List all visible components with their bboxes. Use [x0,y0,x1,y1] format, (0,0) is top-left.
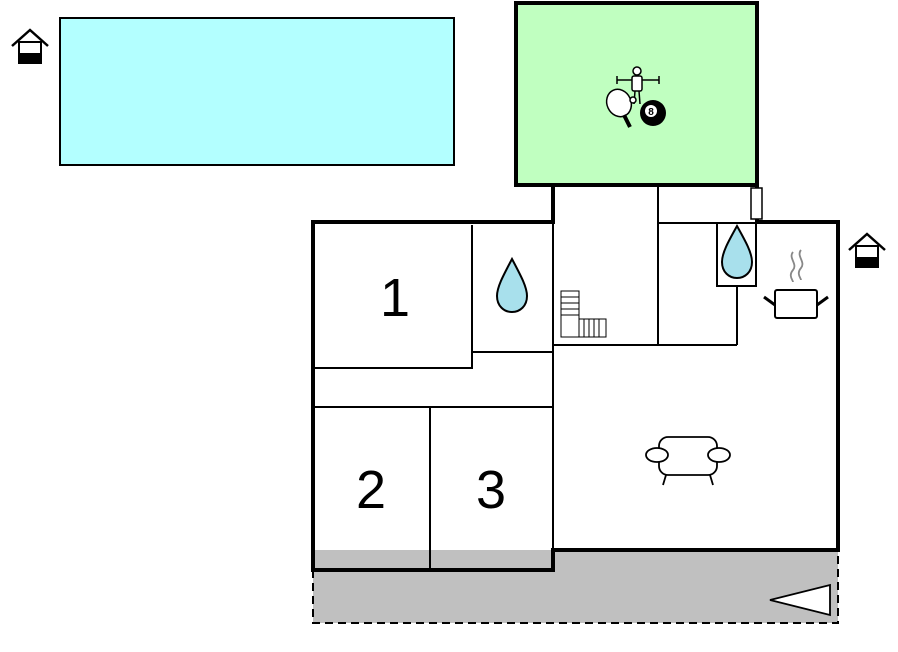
terrace-outline [312,550,839,624]
billiard-ball-number: 8 [648,107,654,118]
table-tennis-icon [605,88,637,128]
terrace [313,550,838,623]
swimming-pool [59,17,455,166]
sofa-icon [645,436,731,486]
house-outline [311,183,840,572]
interior-walls [313,185,763,570]
billiard-ball-icon: 8 [640,100,666,126]
water-drop-icon [720,223,754,280]
stairs-icon [560,290,607,338]
triangle-marker-icon [769,583,831,617]
room-1-label: 1 [380,268,410,328]
house-entrance-icon [848,232,886,268]
foosball-icon [616,66,660,105]
house-entrance-icon [11,28,49,64]
water-drop-icon [495,256,529,314]
game-room [514,1,759,187]
room-3-label: 3 [476,460,506,520]
room-2-label: 2 [356,460,386,520]
cooking-pot-icon [763,249,829,319]
